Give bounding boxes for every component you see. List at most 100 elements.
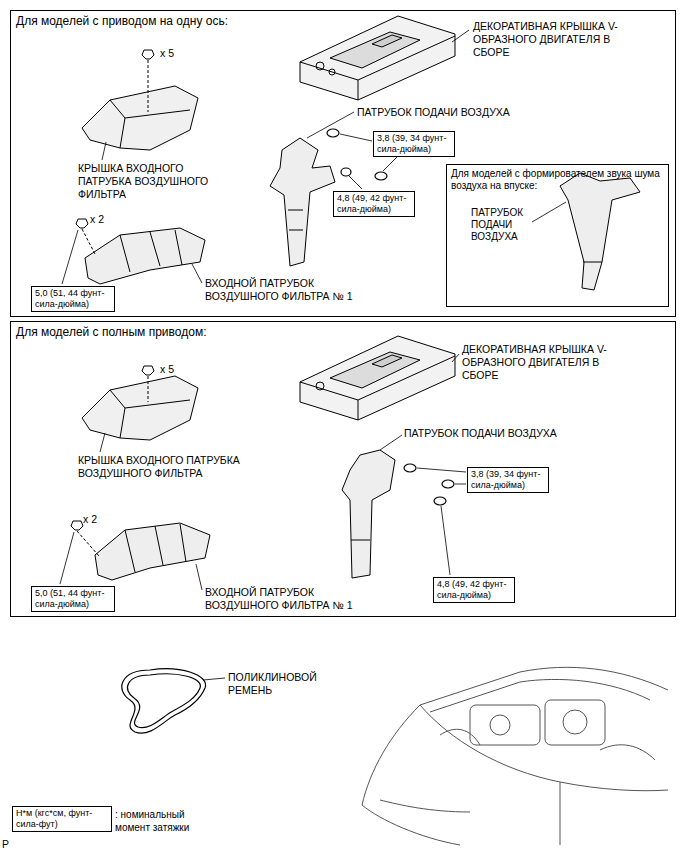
part-name: ДЕКОРАТИВНАЯ КРЫШКА V-ОБРАЗНОГО ДВИГАТЕЛ… xyxy=(473,20,648,58)
quantity: x 5 xyxy=(160,47,200,60)
v-ribbed-belt xyxy=(127,674,200,728)
bolt xyxy=(71,521,83,530)
engine-cover xyxy=(300,16,455,100)
air-intake-hose xyxy=(270,138,335,266)
part-name: ПАТРУБОК ПОДАЧИ ВОЗДУХА xyxy=(471,207,543,243)
v-ribbed-belt xyxy=(122,669,206,734)
torque-value: Н*м (кгс*см, фунт-сила-фут) xyxy=(16,808,108,830)
leader-line xyxy=(452,30,469,42)
panel-heading: Для моделей с приводом на одну ось: xyxy=(16,14,416,28)
torque-box: 5,0 (51, 44 фунт-сила-дюйма) xyxy=(31,286,115,312)
part-name: КРЫШКА ВХОДНОГО ПАТРУБКА ВОЗДУШНОГО ФИЛЬ… xyxy=(78,454,278,480)
engine-cover xyxy=(358,80,359,100)
leader-line xyxy=(417,468,466,472)
air-intake-hose xyxy=(270,138,335,266)
air-cleaner-inlet-cover xyxy=(82,376,198,440)
vehicle-outline xyxy=(490,715,510,735)
torque-box: 4,8 (49, 42 фунт-сила-дюйма) xyxy=(333,191,415,217)
engine-cover xyxy=(300,16,455,100)
leader-line xyxy=(62,230,78,284)
leader-line xyxy=(60,532,74,584)
air-intake-hose xyxy=(342,450,395,578)
air-cleaner-inlet-cover xyxy=(120,408,125,438)
variant-box: Для моделей с формирователем звука шума … xyxy=(446,164,669,307)
figure-code: P xyxy=(2,838,22,851)
leader-line xyxy=(532,202,566,222)
leader-line xyxy=(455,484,466,485)
leader-line xyxy=(62,230,202,284)
leader-line xyxy=(380,435,402,450)
torque-value: 5,0 (51, 44 фунт-сила-дюйма) xyxy=(35,288,111,310)
vehicle-outline xyxy=(362,667,668,805)
torque-value: 4,8 (49, 42 фунт-сила-дюйма) xyxy=(337,193,411,215)
vehicle-outline xyxy=(563,710,587,734)
hose-clamp xyxy=(375,172,387,180)
air-intake-hose-variant xyxy=(583,262,602,263)
air-intake-hose xyxy=(289,230,303,231)
leader-line xyxy=(532,202,566,222)
hose-clamp xyxy=(434,497,446,505)
air-cleaner-inlet-pipe xyxy=(175,230,182,265)
part-name: ПАТРУБОК ПОДАЧИ ВОЗДУХА xyxy=(404,427,604,440)
bolt xyxy=(76,219,88,228)
vehicle-outline xyxy=(560,782,561,845)
torque-box: 3,8 (39, 34 фунт-сила-дюйма) xyxy=(467,467,549,493)
leader-line xyxy=(349,176,362,189)
engine-cover xyxy=(300,336,455,420)
hose-clamp xyxy=(442,480,454,488)
air-cleaner-inlet-cover xyxy=(82,86,198,150)
hose-clamp xyxy=(341,168,351,176)
leader-line xyxy=(452,354,459,362)
panel-heading: Для моделей с полным приводом: xyxy=(16,325,416,339)
torque-box: 3,8 (39, 34 фунт-сила-дюйма) xyxy=(373,131,455,157)
air-cleaner-inlet-cover xyxy=(82,376,198,440)
bolt xyxy=(142,50,154,112)
hose-clamp xyxy=(327,129,339,137)
quantity: x 2 xyxy=(83,513,123,526)
engine-cover xyxy=(330,32,420,68)
leader-line xyxy=(340,134,372,141)
torque-value: 5,0 (51, 44 фунт-сила-дюйма) xyxy=(35,588,111,610)
vehicle-outline xyxy=(380,800,470,812)
bolt xyxy=(142,50,154,59)
leader-line xyxy=(60,532,202,590)
leader-line xyxy=(102,142,106,160)
leader-line xyxy=(380,435,466,575)
air-cleaner-inlet-cover xyxy=(110,100,190,118)
leader-line xyxy=(452,354,459,362)
engine-cover xyxy=(316,62,324,70)
legend-text: : номинальный момент затяжки xyxy=(115,809,215,834)
vehicle-outline xyxy=(430,679,650,712)
leader-line xyxy=(203,678,225,680)
part-name: ДЕКОРАТИВНАЯ КРЫШКА V-ОБРАЗНОГО ДВИГАТЕЛ… xyxy=(462,343,637,381)
vehicle-outline xyxy=(362,667,668,845)
air-cleaner-inlet-pipe xyxy=(85,228,205,284)
leader-line xyxy=(203,678,225,680)
vehicle-outline xyxy=(420,705,668,791)
bolt xyxy=(71,521,99,556)
part-name: КРЫШКА ВХОДНОГО ПАТРУБКА ВОЗДУШНОГО ФИЛЬ… xyxy=(78,162,218,200)
vehicle-outline xyxy=(470,705,540,745)
leader-line xyxy=(100,433,105,452)
leader-line xyxy=(452,30,469,42)
engine-cover xyxy=(300,336,455,420)
air-cleaner-inlet-cover xyxy=(110,390,190,408)
leader-line xyxy=(100,433,105,452)
air-cleaner-inlet-pipe xyxy=(85,228,205,284)
part-name: ПАТРУБОК ПОДАЧИ ВОЗДУХА xyxy=(357,106,557,119)
engine-cover xyxy=(372,355,402,367)
air-cleaner-inlet-pipe xyxy=(180,524,186,562)
torque-box: 4,8 (49, 42 фунт-сила-дюйма) xyxy=(433,577,515,603)
leader-line xyxy=(102,142,106,160)
air-cleaner-inlet-pipe xyxy=(120,235,130,272)
bolt xyxy=(142,366,154,402)
air-cleaner-inlet-pipe xyxy=(125,530,135,572)
vehicle-outline xyxy=(440,729,480,745)
torque-value: 4,8 (49, 42 фунт-сила-дюйма) xyxy=(437,579,511,601)
quantity: x 2 xyxy=(90,213,130,226)
air-intake-hose-variant xyxy=(560,173,640,290)
bolt xyxy=(77,531,99,556)
engine-cover xyxy=(316,382,324,390)
